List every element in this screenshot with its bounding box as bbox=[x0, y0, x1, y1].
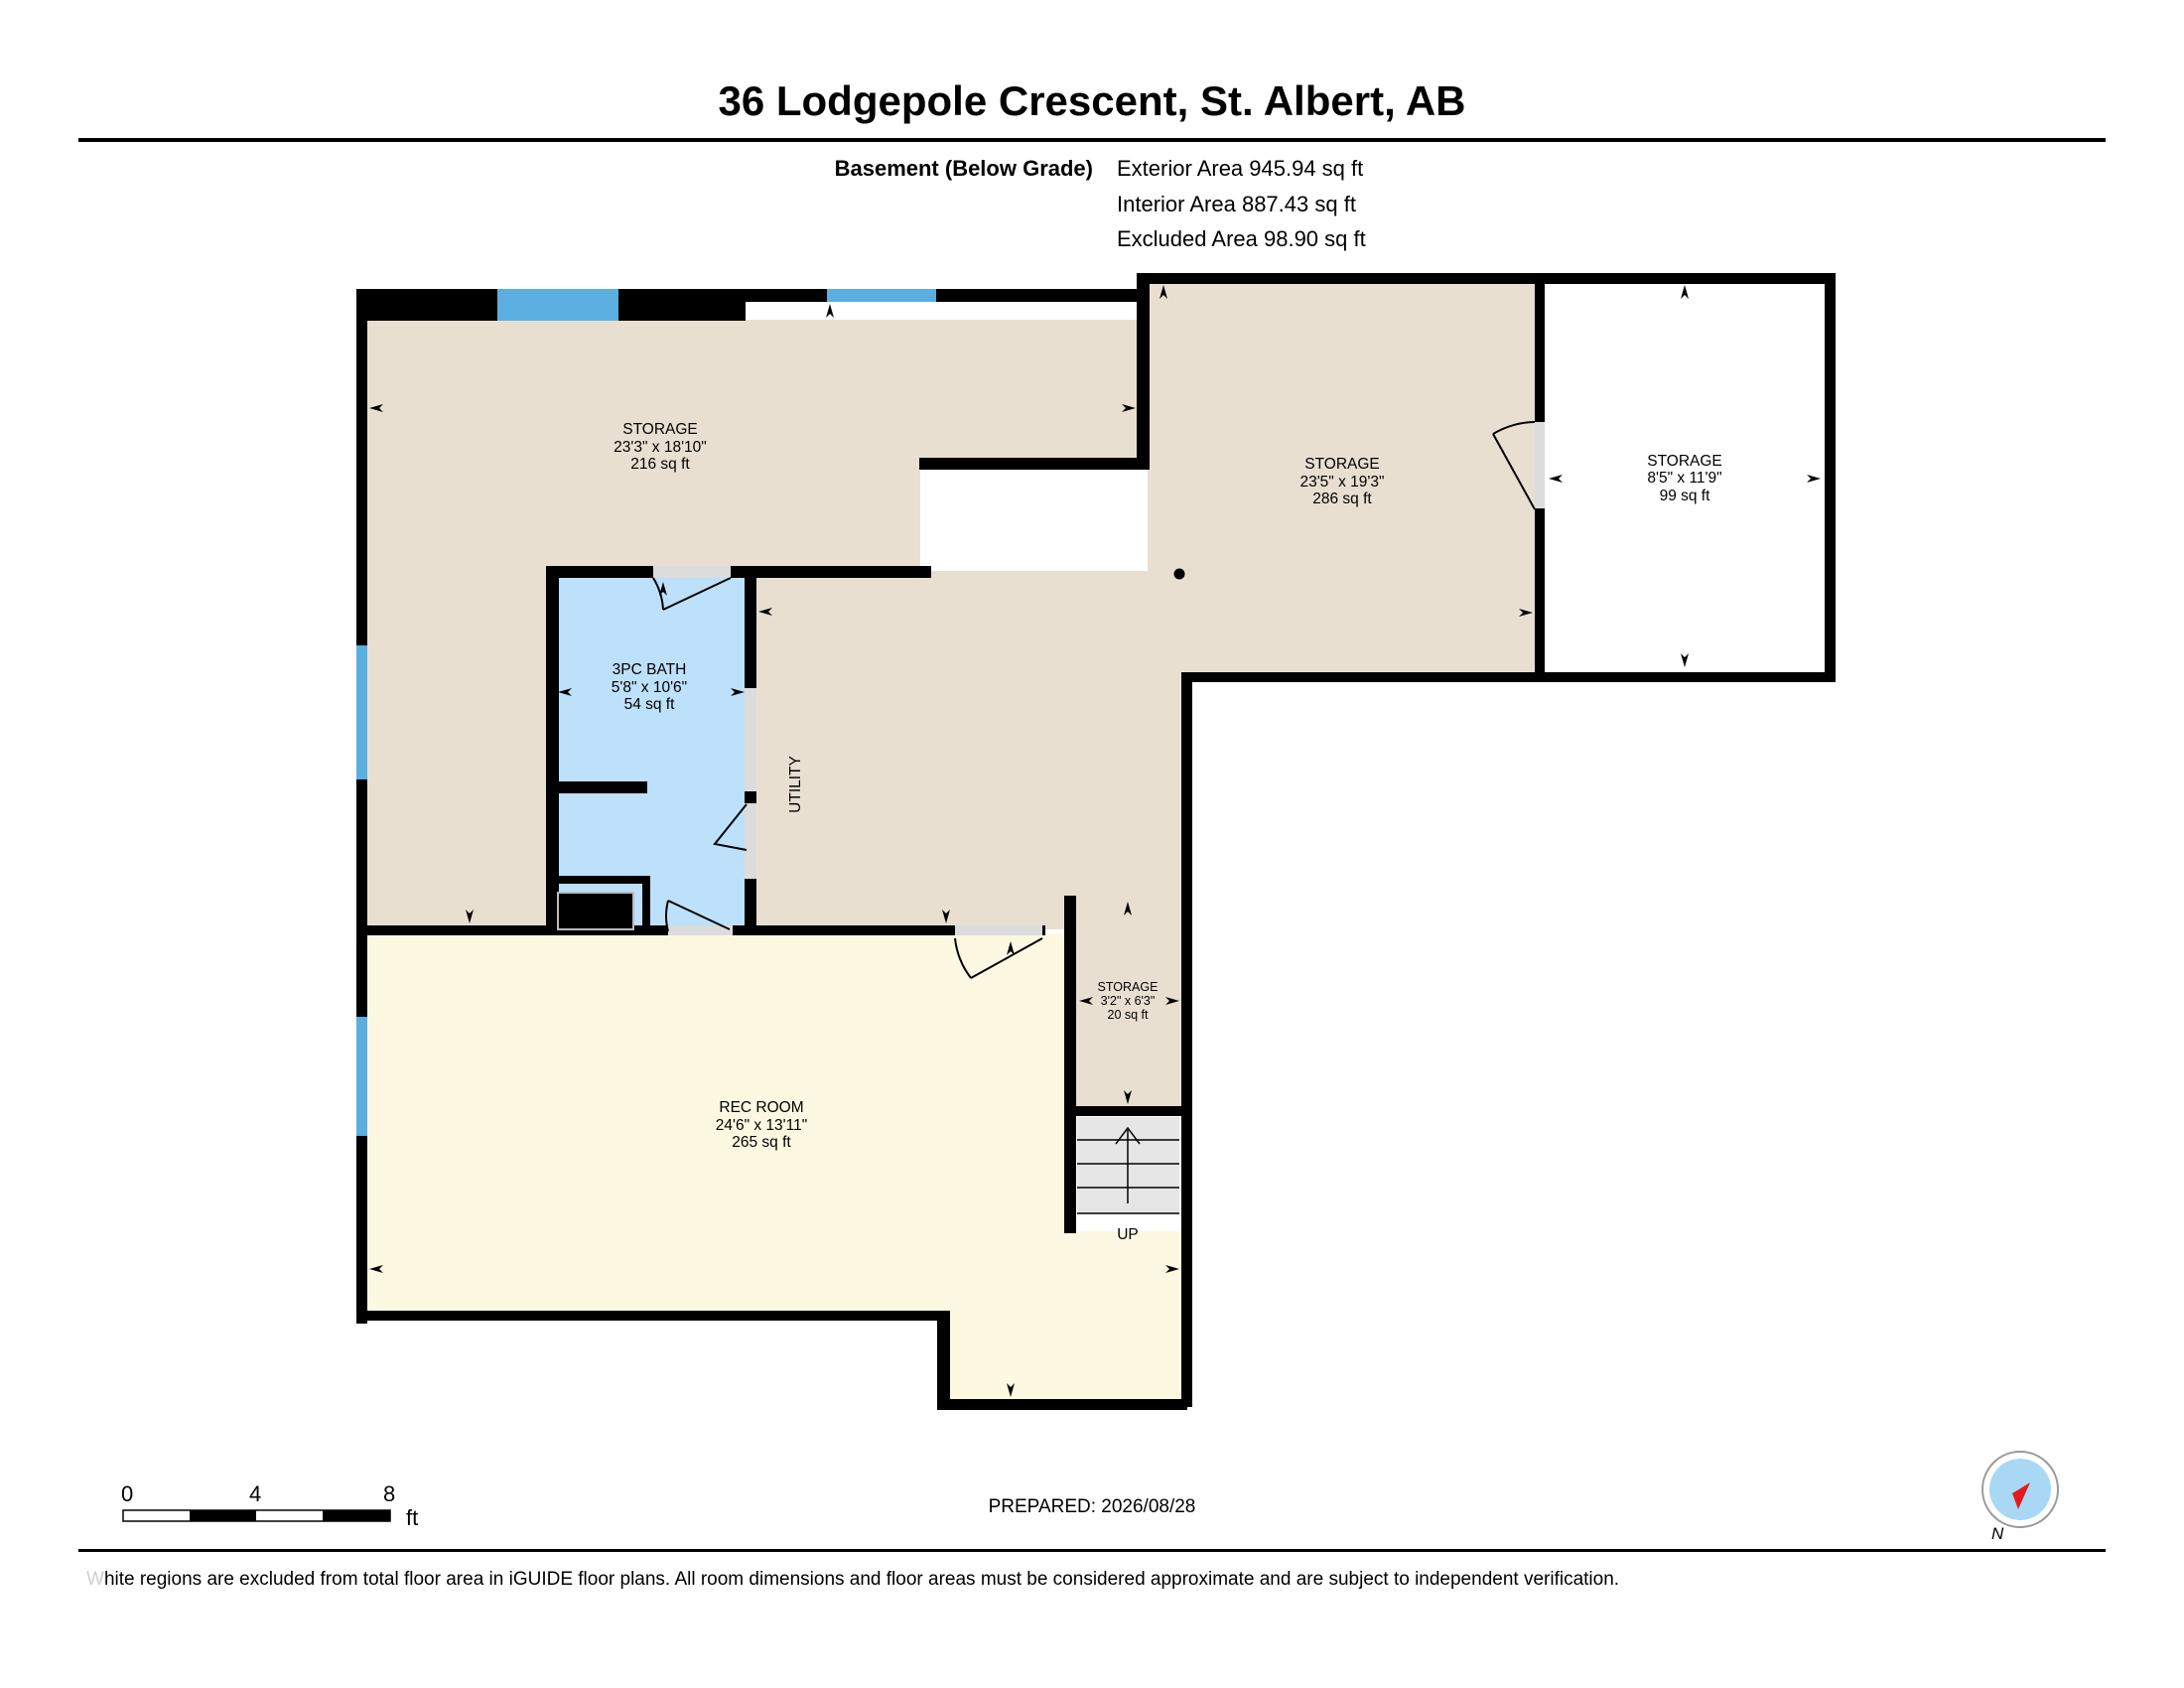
scale-tick-4: 4 bbox=[249, 1481, 262, 1506]
room-dims: 8'5" x 11'9" bbox=[1647, 470, 1721, 487]
room-bath: 3PC BATH 5'8" x 10'6" 54 sq ft bbox=[612, 661, 687, 713]
scale-unit: ft bbox=[406, 1505, 419, 1530]
room-area: 99 sq ft bbox=[1660, 488, 1711, 504]
room-area: 286 sq ft bbox=[1312, 491, 1372, 507]
walls bbox=[356, 273, 1836, 1410]
room-name: STORAGE bbox=[1304, 456, 1380, 473]
windows bbox=[356, 289, 936, 1136]
door-openings bbox=[653, 422, 1545, 935]
prepared-date: PREPARED: 2026/08/28 bbox=[988, 1496, 1196, 1517]
room-name: 3PC BATH bbox=[613, 661, 687, 678]
scale-tick-8: 8 bbox=[383, 1481, 396, 1506]
stairs bbox=[1077, 1126, 1179, 1214]
column-dot bbox=[1173, 568, 1185, 580]
dimension-arrows bbox=[369, 285, 1821, 1397]
disclaimer-text: White regions are excluded from total fl… bbox=[86, 1569, 1620, 1590]
interior-area: Interior Area 887.43 sq ft bbox=[1117, 192, 1356, 216]
bath-fill bbox=[554, 576, 752, 929]
room-utility-label: UTILITY bbox=[787, 756, 804, 813]
room-name: REC ROOM bbox=[719, 1099, 803, 1116]
compass-icon bbox=[1981, 1451, 2059, 1528]
room-name: STORAGE bbox=[1098, 980, 1159, 994]
stairs-label: UP bbox=[1117, 1226, 1139, 1243]
exterior-area: Exterior Area 945.94 sq ft bbox=[1117, 156, 1364, 181]
vanity bbox=[557, 892, 634, 930]
storage-ne-fill bbox=[752, 283, 1539, 1110]
room-dims: 23'3" x 18'10" bbox=[614, 439, 707, 456]
room-dims: 23'5" x 19'3" bbox=[1299, 474, 1384, 491]
room-storage-small: STORAGE 3'2" x 6'3" 20 sq ft bbox=[1098, 980, 1159, 1022]
disclaimer-body: hite regions are excluded from total flo… bbox=[103, 1569, 1620, 1590]
room-storage-nw: STORAGE 23'3" x 18'10" 216 sq ft bbox=[614, 421, 707, 473]
room-name: STORAGE bbox=[1647, 453, 1722, 470]
room-dims: 3'2" x 6'3" bbox=[1101, 994, 1156, 1008]
room-area: 20 sq ft bbox=[1108, 1008, 1150, 1022]
compass-north-label: N bbox=[1991, 1524, 2004, 1543]
excluded-area: Excluded Area 98.90 sq ft bbox=[1117, 226, 1366, 251]
room-area: 216 sq ft bbox=[630, 456, 690, 473]
room-area: 54 sq ft bbox=[624, 696, 676, 713]
footer-divider bbox=[78, 1549, 2106, 1552]
storage-nw-fill bbox=[363, 320, 1148, 566]
room-rec-room: REC ROOM 24'6" x 13'11" 265 sq ft bbox=[716, 1099, 807, 1151]
room-storage-ne: STORAGE 23'5" x 19'3" 286 sq ft bbox=[1299, 456, 1384, 507]
room-area: 265 sq ft bbox=[732, 1134, 791, 1151]
room-name: STORAGE bbox=[622, 421, 698, 438]
room-dims: 24'6" x 13'11" bbox=[716, 1117, 807, 1134]
level-label: Basement (Below Grade) bbox=[834, 156, 1093, 181]
rec-room-fill bbox=[363, 933, 1184, 1405]
scale-bar bbox=[122, 1509, 391, 1522]
page-title: 36 Lodgepole Crescent, St. Albert, AB bbox=[718, 77, 1466, 124]
scale-tick-0: 0 bbox=[121, 1481, 134, 1506]
title-divider bbox=[78, 138, 2106, 142]
room-dims: 5'8" x 10'6" bbox=[612, 679, 687, 696]
room-storage-excluded: STORAGE 8'5" x 11'9" 99 sq ft bbox=[1647, 453, 1722, 504]
storage-utility-fill bbox=[363, 566, 554, 929]
door-swings bbox=[652, 421, 1536, 979]
